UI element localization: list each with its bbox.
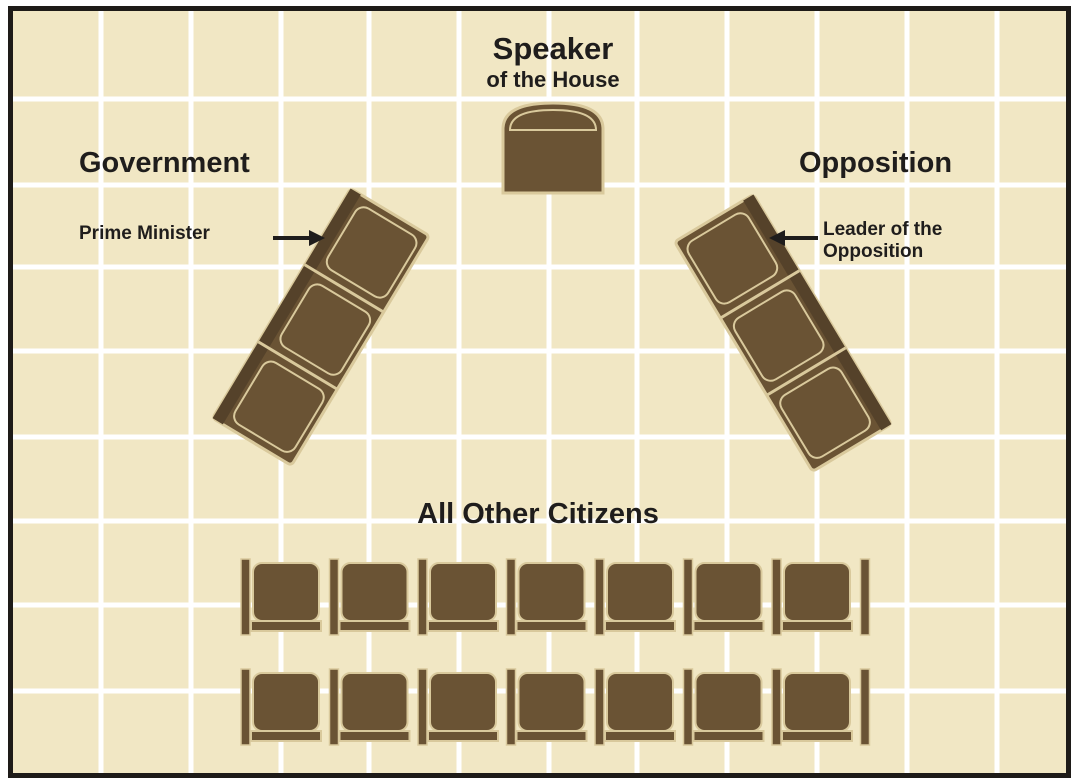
citizens-row [240, 668, 871, 746]
citizen-seat [250, 562, 322, 632]
citizen-seat [781, 672, 853, 742]
seat [279, 283, 372, 376]
seat-divider [859, 668, 871, 746]
citizen-seat [515, 672, 588, 742]
prime-minister-arrow [273, 230, 325, 246]
citizen-seat [427, 562, 499, 632]
seat-divider [682, 668, 694, 746]
leader-label-line1: Leader of the [823, 219, 943, 240]
government-bench [212, 188, 430, 466]
seat [325, 206, 418, 299]
seat-divider [328, 558, 340, 636]
citizen-seat [427, 672, 499, 742]
citizen-seat [338, 562, 411, 632]
citizens-heading: All Other Citizens [417, 498, 659, 530]
seat-divider [505, 558, 517, 636]
citizen-seat [604, 672, 676, 742]
seat [779, 366, 871, 459]
seat-divider [417, 558, 428, 636]
citizen-seat [250, 672, 322, 742]
seat [732, 289, 825, 382]
seat-divider [771, 558, 782, 636]
speaker-title: Speaker [492, 31, 614, 66]
citizen-seat [604, 562, 676, 632]
citizen-seat [692, 562, 765, 632]
prime-minister-label: Prime Minister [79, 223, 210, 244]
citizen-seat [515, 562, 588, 632]
seat-divider [417, 668, 428, 746]
seat-divider [328, 668, 340, 746]
seat-divider [240, 668, 251, 746]
government-heading: Government [79, 147, 250, 179]
seat-divider [594, 558, 605, 636]
leader-opposition-arrow [769, 230, 818, 246]
speaker-subtitle: of the House [486, 67, 620, 92]
seat-divider [682, 558, 694, 636]
opposition-bench [674, 194, 892, 472]
seating-diagram [13, 11, 1066, 773]
diagram-frame: Speaker of the House Government Oppositi… [8, 6, 1071, 778]
speaker-chair [501, 101, 605, 195]
seat-divider [859, 558, 871, 636]
citizens-row [240, 558, 871, 636]
opposition-heading: Opposition [799, 147, 953, 179]
seat-divider [594, 668, 605, 746]
seat-divider [771, 668, 782, 746]
seat-divider [240, 558, 251, 636]
citizens-seating [240, 558, 871, 746]
citizen-seat [338, 672, 411, 742]
leader-opposition-label: Leader of the Opposition [823, 219, 942, 263]
seat-divider [505, 668, 517, 746]
seat [233, 360, 325, 453]
leader-label-line2: Opposition [823, 241, 924, 262]
citizen-seat [781, 562, 853, 632]
seat [686, 212, 779, 305]
citizen-seat [692, 672, 765, 742]
